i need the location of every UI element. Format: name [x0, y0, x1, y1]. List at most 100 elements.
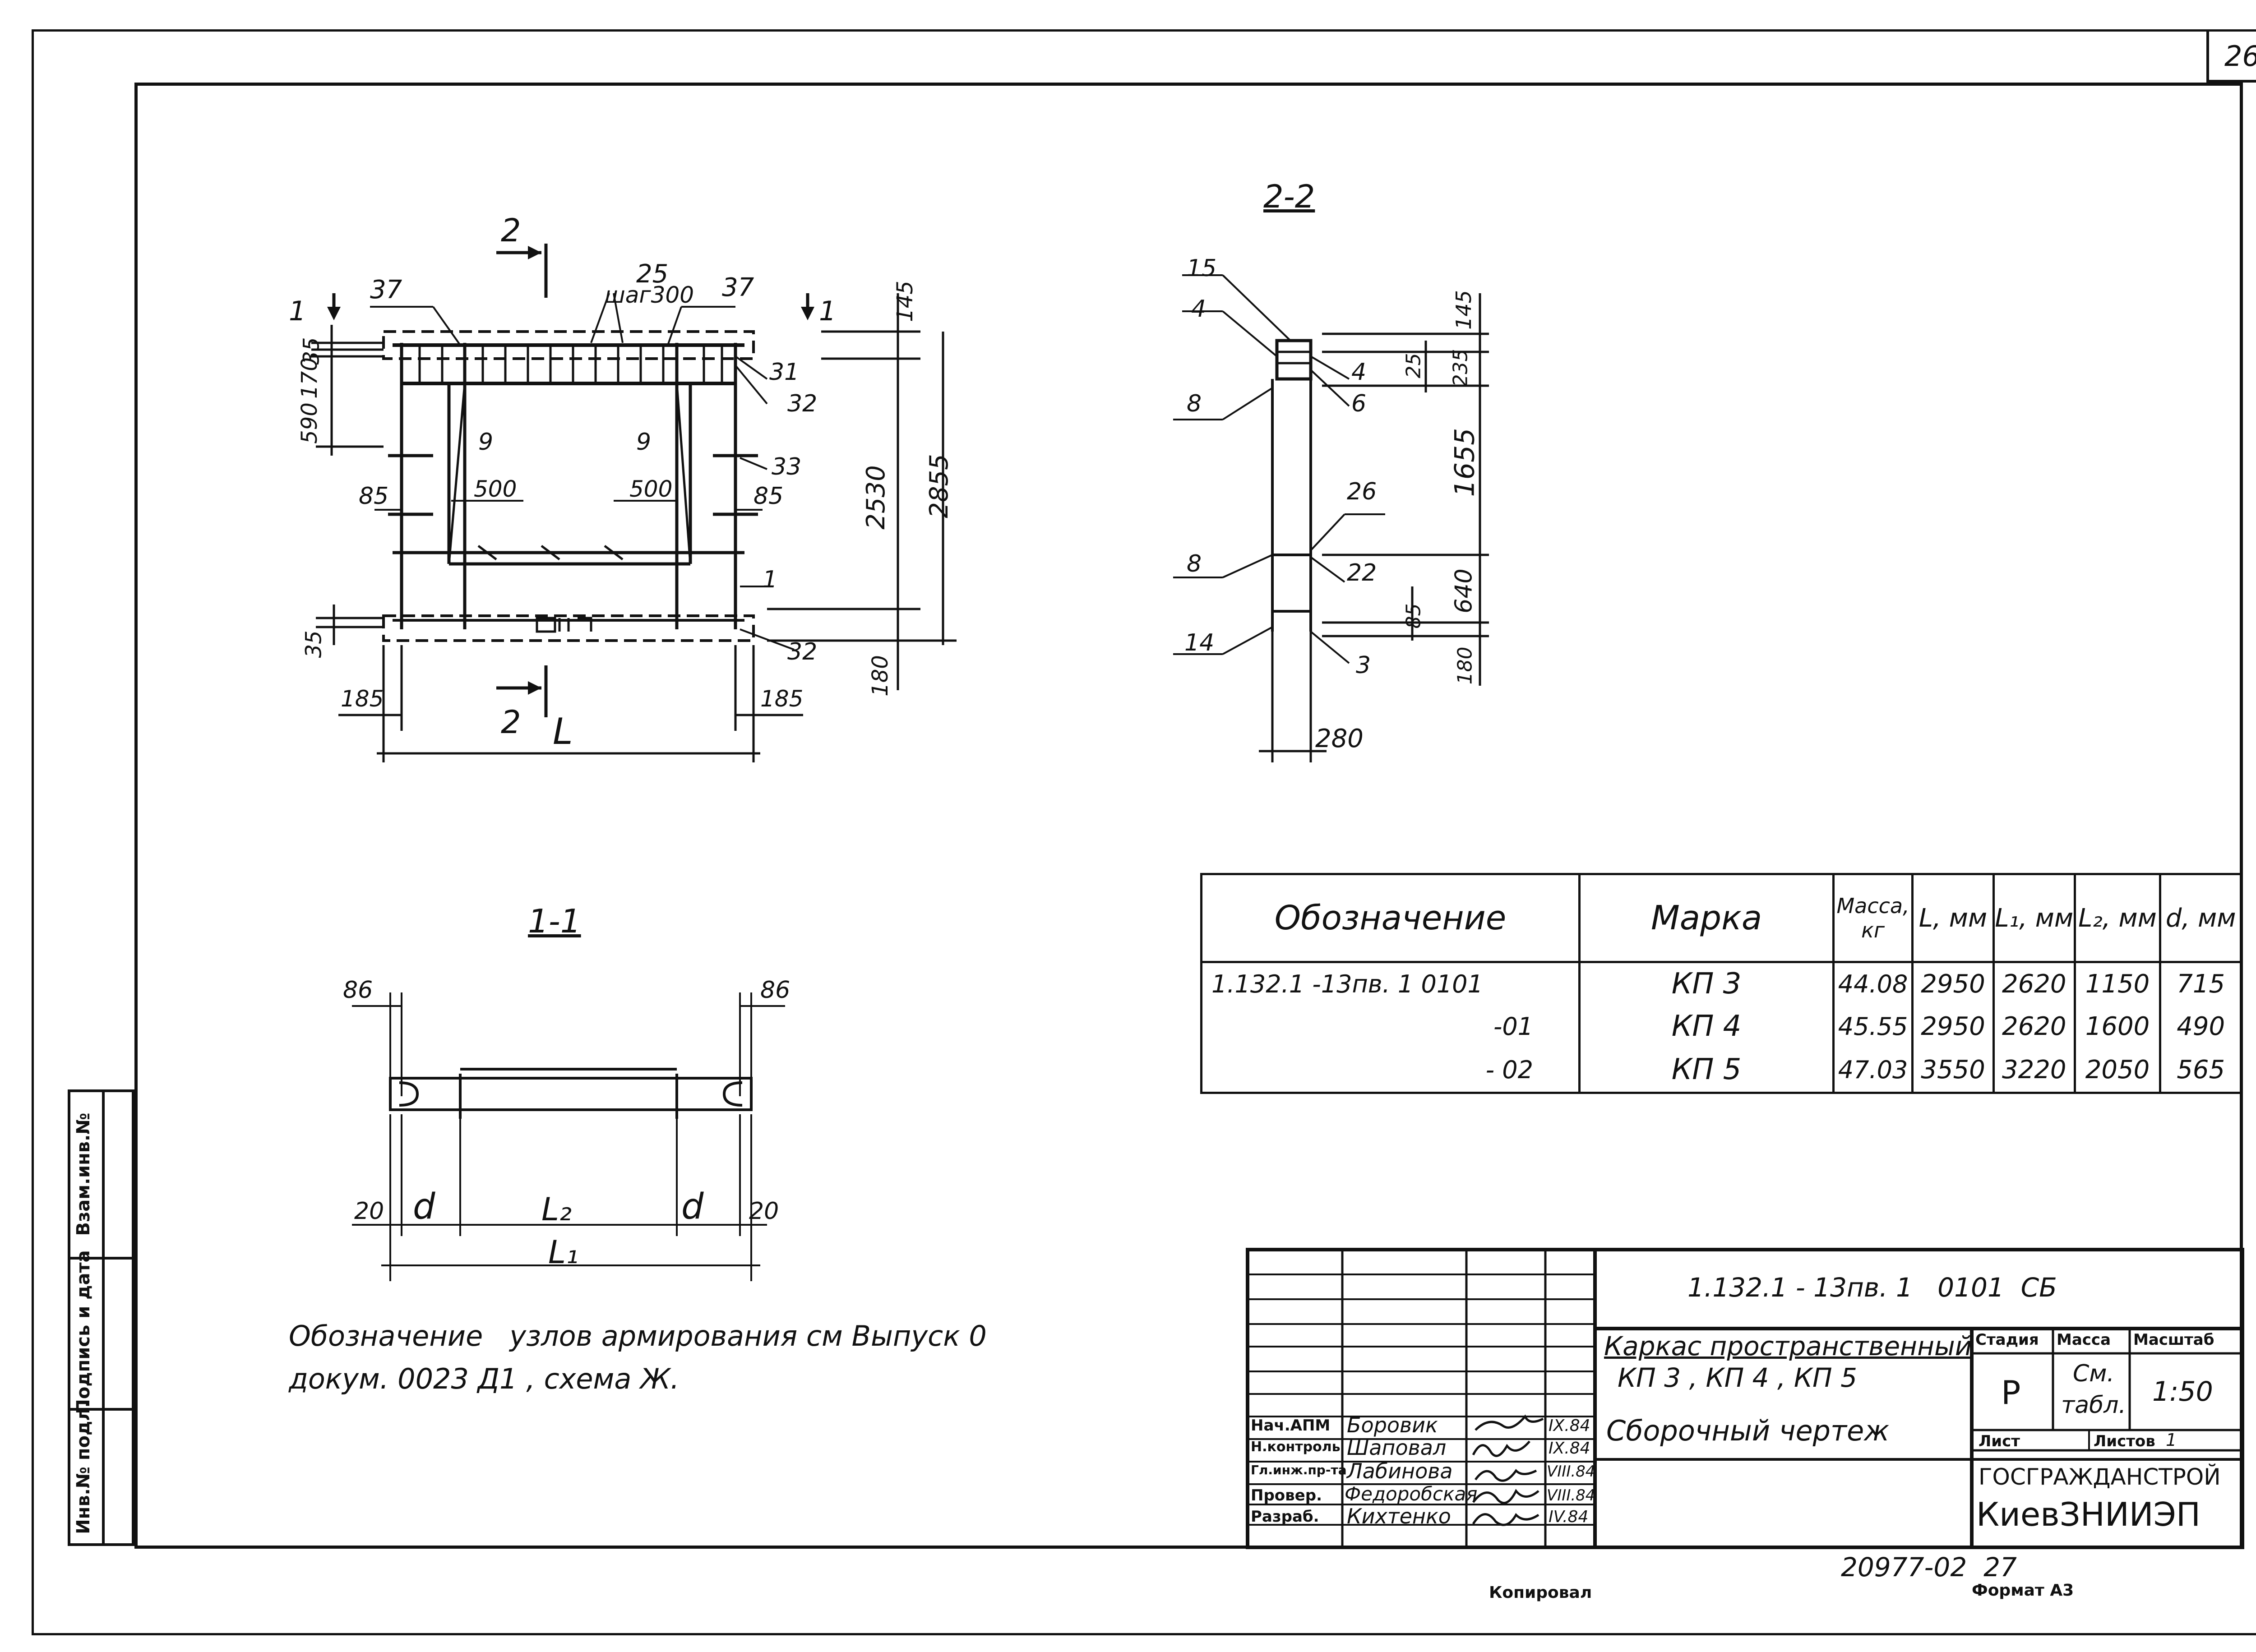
callout-37-left: 37	[370, 275, 402, 305]
org-line2: КиевЗНИИЭП	[1976, 1495, 2201, 1533]
callout-8-top: 8	[1187, 390, 1202, 417]
callout-1: 1	[763, 566, 778, 593]
callout-6: 6	[1351, 390, 1367, 417]
table-row: -01 КП 4 45.55 2950 2620 1600 490	[1200, 1005, 2242, 1048]
staff-date-4: VIII.84	[1547, 1486, 1595, 1504]
dim-L1: L₁	[548, 1234, 579, 1271]
staff-name-1: Боровик	[1347, 1413, 1438, 1437]
callout-15: 15	[1187, 255, 1217, 282]
callout-31: 31	[769, 359, 800, 386]
staff-role-4: Провер.	[1251, 1486, 1322, 1504]
dim-L2: L₂	[541, 1191, 572, 1228]
doc-code: 1.132.1 - 13пв. 1 0101 СБ	[1687, 1272, 2057, 1303]
dim-L: L	[553, 711, 573, 752]
dim-280: 280	[1315, 724, 1364, 753]
row2-L2: 1600	[2073, 1005, 2162, 1048]
staff-date-5: IV.84	[1549, 1508, 1589, 1526]
dim-d-right: d	[681, 1186, 704, 1227]
row3-d: 565	[2159, 1047, 2242, 1094]
dim-d-left: d	[413, 1186, 435, 1227]
callout-4-right: 4	[1351, 359, 1367, 386]
section-mark-1-left: 1	[289, 295, 306, 327]
dim-20-left: 20	[354, 1198, 384, 1225]
row1-mark: КП 3	[1578, 961, 1835, 1005]
staff-name-4: Федоробская	[1345, 1483, 1478, 1505]
outer-frame	[32, 29, 2256, 1635]
section-mark-2-top: 2	[501, 212, 521, 249]
copied-by: Копировал	[1489, 1583, 1592, 1602]
title-name-line1: Каркас пространственный	[1604, 1331, 1972, 1361]
drawing-type: Сборочный чертеж	[1606, 1414, 1890, 1447]
row2-L1: 2620	[1992, 1005, 2076, 1048]
callout-37-right: 37	[722, 273, 754, 302]
drawing-frame	[134, 83, 2243, 1549]
row1-L1: 2620	[1992, 961, 2076, 1005]
side-stamp	[68, 1089, 134, 1546]
staff-date-2: IX.84	[1549, 1439, 1590, 1458]
row3-mass: 47.03	[1832, 1047, 1914, 1094]
dim-86-left: 86	[343, 977, 373, 1004]
title-name-line2: КП 3 , КП 4 , КП 5	[1618, 1362, 1858, 1393]
callout-3: 3	[1356, 652, 1371, 679]
row1-L2: 1150	[2073, 961, 2162, 1005]
staff-date-3: VIII.84	[1547, 1463, 1595, 1481]
sheet-number-box	[2206, 29, 2256, 83]
signature-2	[1472, 1440, 1530, 1457]
callout-14: 14	[1184, 629, 1215, 656]
scale-value: 1:50	[2152, 1376, 2213, 1407]
signature-1	[1475, 1414, 1544, 1431]
row1-L: 2950	[1911, 961, 1995, 1005]
staff-role-5: Разраб.	[1251, 1508, 1319, 1526]
row2-mass: 45.55	[1832, 1005, 1914, 1048]
stage-value: Р	[2001, 1374, 2021, 1412]
dim-500-left: 500	[474, 476, 517, 502]
top-slab-outline	[382, 330, 755, 360]
col-header-L1: L₁, мм	[1992, 873, 2076, 963]
signature-5	[1472, 1513, 1539, 1526]
row3-L: 3550	[1911, 1047, 1995, 1094]
callout-22: 22	[1347, 559, 1377, 586]
callout-step: шаг300	[605, 282, 694, 308]
col-header-d: d, мм	[2159, 873, 2242, 963]
row3-L2: 2050	[2073, 1047, 2162, 1094]
spec-table: Обозначение Марка Масса, кг L, мм L₁, мм…	[1200, 873, 2242, 1094]
note-line-1: Обозначение узлов армирования см Выпуск …	[289, 1320, 987, 1352]
col-header-mark: Марка	[1578, 873, 1835, 963]
staff-name-5: Кихтенко	[1347, 1504, 1451, 1528]
mass-header: Масса	[2057, 1331, 2111, 1349]
staff-role-1: Нач.АПМ	[1251, 1417, 1331, 1435]
row1-mass: 44.08	[1832, 961, 1914, 1005]
scale-header: Масштаб	[2133, 1331, 2214, 1349]
dim-500-right: 500	[629, 476, 673, 502]
sheets-label: Листов	[2094, 1432, 2155, 1450]
sheet-format: Формат А3	[1972, 1581, 2074, 1600]
callout-9-right: 9	[636, 429, 652, 456]
staff-name-3: Лабинова	[1347, 1459, 1453, 1483]
row3-mark: КП 5	[1578, 1047, 1835, 1094]
dim-85-left: 85	[359, 483, 389, 510]
staff-name-2: Шаповал	[1347, 1435, 1447, 1460]
col-header-L: L, мм	[1911, 873, 1995, 963]
row2-designation: -01	[1200, 1005, 1581, 1048]
row2-L: 2950	[1911, 1005, 1995, 1048]
col-header-mass: Масса, кг	[1832, 873, 1914, 963]
sheets-value: 1	[2166, 1430, 2177, 1450]
callout-4-left: 4	[1191, 295, 1207, 323]
table-row: - 02 КП 5 47.03 3550 3220 2050 565	[1200, 1047, 2242, 1094]
row3-L1: 3220	[1992, 1047, 2076, 1094]
stage-header: Стадия	[1975, 1331, 2039, 1349]
col-header-L2: L₂, мм	[2073, 873, 2162, 963]
table-row: 1.132.1 -13пв. 1 0101 КП 3 44.08 2950 26…	[1200, 961, 2242, 1005]
row2-d: 490	[2159, 1005, 2242, 1048]
section-mark-2-bottom: 2	[501, 704, 521, 741]
org-line1: ГОСГРАЖДАНСТРОЙ	[1979, 1464, 2221, 1490]
row1-designation: 1.132.1 -13пв. 1 0101	[1200, 961, 1581, 1005]
callout-33: 33	[772, 453, 802, 480]
staff-role-3: Гл.инж.пр-та	[1251, 1463, 1347, 1477]
section-1-1-title: 1-1	[528, 902, 581, 940]
